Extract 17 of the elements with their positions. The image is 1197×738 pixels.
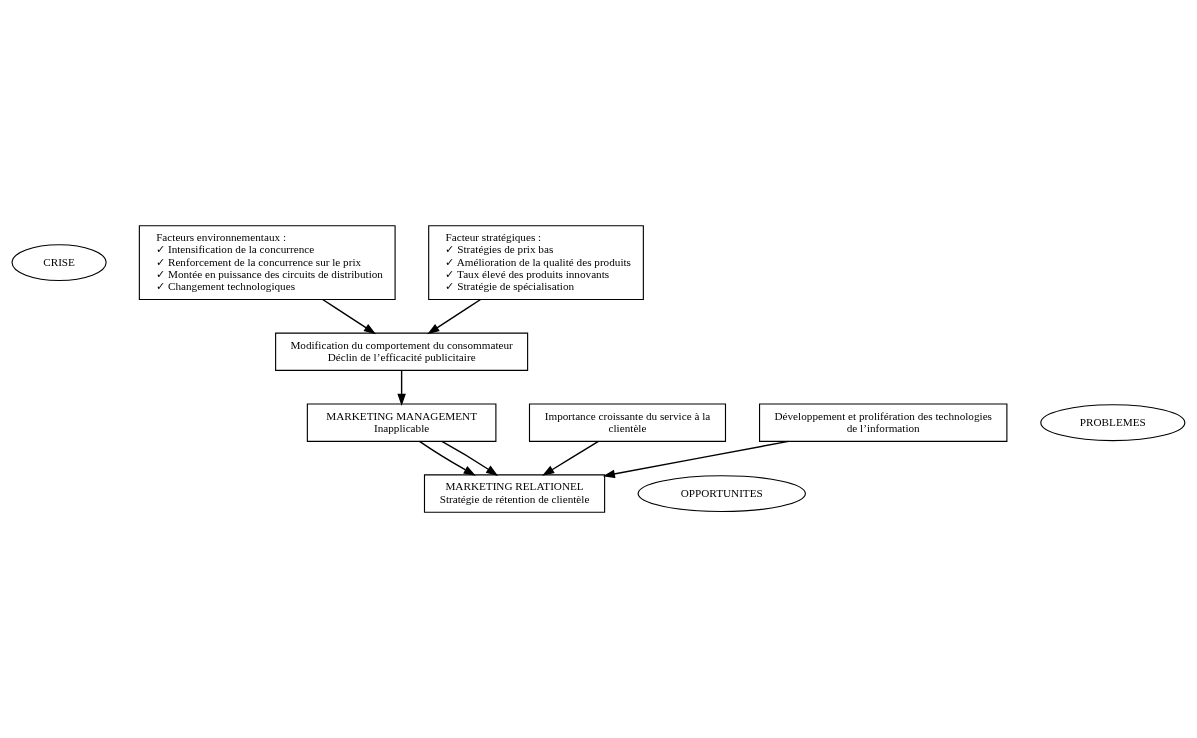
arrow	[441, 440, 499, 476]
node-box: Facteurs environnementaux : ✓ Intensification de la concurrence ✓ Renforcement de la concurrence sur le prix ✓ Montée en puissance des circuits de distribution ✓ Changement technologiques	[138, 225, 396, 301]
node-box: Importance croissante du service à la clientèle	[528, 403, 727, 442]
arrow	[542, 440, 600, 476]
node-ellipse: OPPORTUNITES	[637, 475, 806, 513]
node-ellipse: CRISE	[11, 244, 107, 282]
arrow	[397, 369, 406, 406]
node-box: MARKETING RELATIONEL Stratégie de rétention de clientèle	[423, 474, 606, 513]
arrow	[418, 440, 476, 476]
node-box: Facteur stratégiques : ✓ Stratégies de prix bas ✓ Amélioration de la qualité des produits ✓ Taux élevé des produits innovants ✓ Stratégie de spécialisation	[428, 225, 644, 301]
node-box: Développement et prolifération des technologies de l’information	[759, 403, 1008, 442]
arrow	[321, 298, 376, 335]
node-box: MARKETING MANAGEMENT Inapplicable	[306, 403, 497, 442]
node-ellipse: PROBLEMES	[1040, 404, 1186, 442]
arrow	[427, 298, 482, 335]
arrow	[602, 440, 790, 479]
node-box: Modification du comportement du consommateur Déclin de l’efficacité publicitaire	[275, 332, 529, 371]
